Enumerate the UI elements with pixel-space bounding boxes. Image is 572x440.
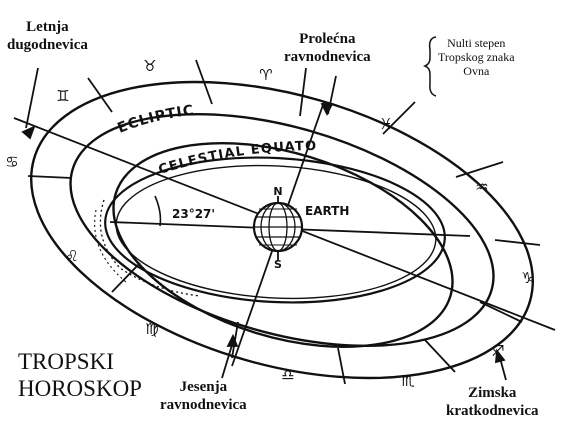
celestial-equator-inner-ring <box>115 164 437 300</box>
horoscope-title-line: HOROSKOP <box>18 376 142 401</box>
celestial-rings <box>94 142 454 348</box>
sector-divider <box>27 175 73 179</box>
zero-degree-note-line: Tropskog znaka <box>438 50 515 64</box>
zero-degree-note-line: Nulti stepen <box>447 36 506 50</box>
zodiac-band-inner-edge <box>69 112 495 348</box>
spring-equinox-label-line: Prolećna <box>299 31 356 47</box>
sector-divider <box>337 347 346 385</box>
sector-divider <box>299 67 307 117</box>
horoscope-title-line: TROPSKI <box>18 349 114 374</box>
spring-equinox-arrowhead <box>320 103 334 117</box>
cancer-glyph: ♋ <box>5 153 18 171</box>
autumn-equinox-leader <box>221 344 233 379</box>
sector-divider <box>494 239 541 246</box>
leader-lines <box>21 67 507 381</box>
gemini-glyph: ♊ <box>56 87 69 105</box>
autumn-equinox-label: Jesenja ravnodnevica <box>160 378 247 414</box>
angle-arc <box>154 195 162 227</box>
aquarius-glyph: ♒ <box>475 178 488 196</box>
ecliptic-ring <box>112 142 454 348</box>
winter-solstice-label-line: Zimska <box>468 385 517 401</box>
summer-solstice-label-line: dugodnevica <box>7 37 88 53</box>
pisces-glyph: ♓ <box>379 115 392 133</box>
zodiac-band <box>30 80 534 380</box>
autumn-equinox-arrowhead <box>226 333 239 347</box>
virgo-glyph: ♍ <box>145 320 158 338</box>
hidden-ring-arc-2 <box>94 209 127 283</box>
summer-solstice-arrowhead <box>21 125 36 140</box>
sector-divider <box>479 301 523 323</box>
spring-equinox-label-line: ravnodnevica <box>284 49 371 65</box>
taurus-glyph: ♉ <box>143 57 156 75</box>
libra-glyph: ♎ <box>281 366 294 384</box>
celestial-equator-ring <box>104 156 446 304</box>
zero-degree-note: Nulti stepen Tropskog znaka Ovna <box>438 36 515 78</box>
north-label: N <box>273 185 282 198</box>
autumn-equinox-label-line: ravnodnevica <box>160 397 247 413</box>
winter-solstice-label: Zimska kratkodnevica <box>446 384 539 420</box>
leo-glyph: ♌ <box>65 247 78 265</box>
earth-label: EARTH <box>305 204 349 218</box>
capricorn-glyph: ♑ <box>521 269 534 287</box>
horoscope-title: TROPSKI HOROSKOP <box>18 348 142 402</box>
scorpio-glyph: ♏ <box>401 372 415 390</box>
earth-globe <box>252 196 304 260</box>
sector-divider <box>195 59 213 105</box>
sector-divider <box>455 161 504 178</box>
winter-solstice-arrowhead <box>494 348 506 364</box>
spring-equinox-label: Prolećna ravnodnevica <box>284 30 371 66</box>
autumn-equinox-label-line: Jesenja <box>179 379 228 395</box>
ecliptic-label-text: ECLIPTIC <box>115 102 194 136</box>
zodiac-band-outer-edge <box>30 80 534 380</box>
zero-degree-note-line: Ovna <box>463 64 490 78</box>
note-brace <box>422 36 437 97</box>
angle-label: 23°27' <box>172 207 215 221</box>
south-label: S <box>274 258 282 271</box>
winter-solstice-label-line: kratkodnevica <box>446 403 539 419</box>
summer-solstice-leader <box>25 67 39 129</box>
summer-solstice-label-line: Letnja <box>26 19 69 35</box>
aries-glyph: ♈ <box>259 66 272 84</box>
sector-divider <box>382 101 416 135</box>
ecliptic-label: ECLIPTIC <box>115 102 195 136</box>
sector-divider <box>424 339 456 373</box>
sector-divider <box>111 262 141 293</box>
summer-solstice-label: Letnja dugodnevica <box>7 18 88 54</box>
sector-divider <box>87 77 113 113</box>
